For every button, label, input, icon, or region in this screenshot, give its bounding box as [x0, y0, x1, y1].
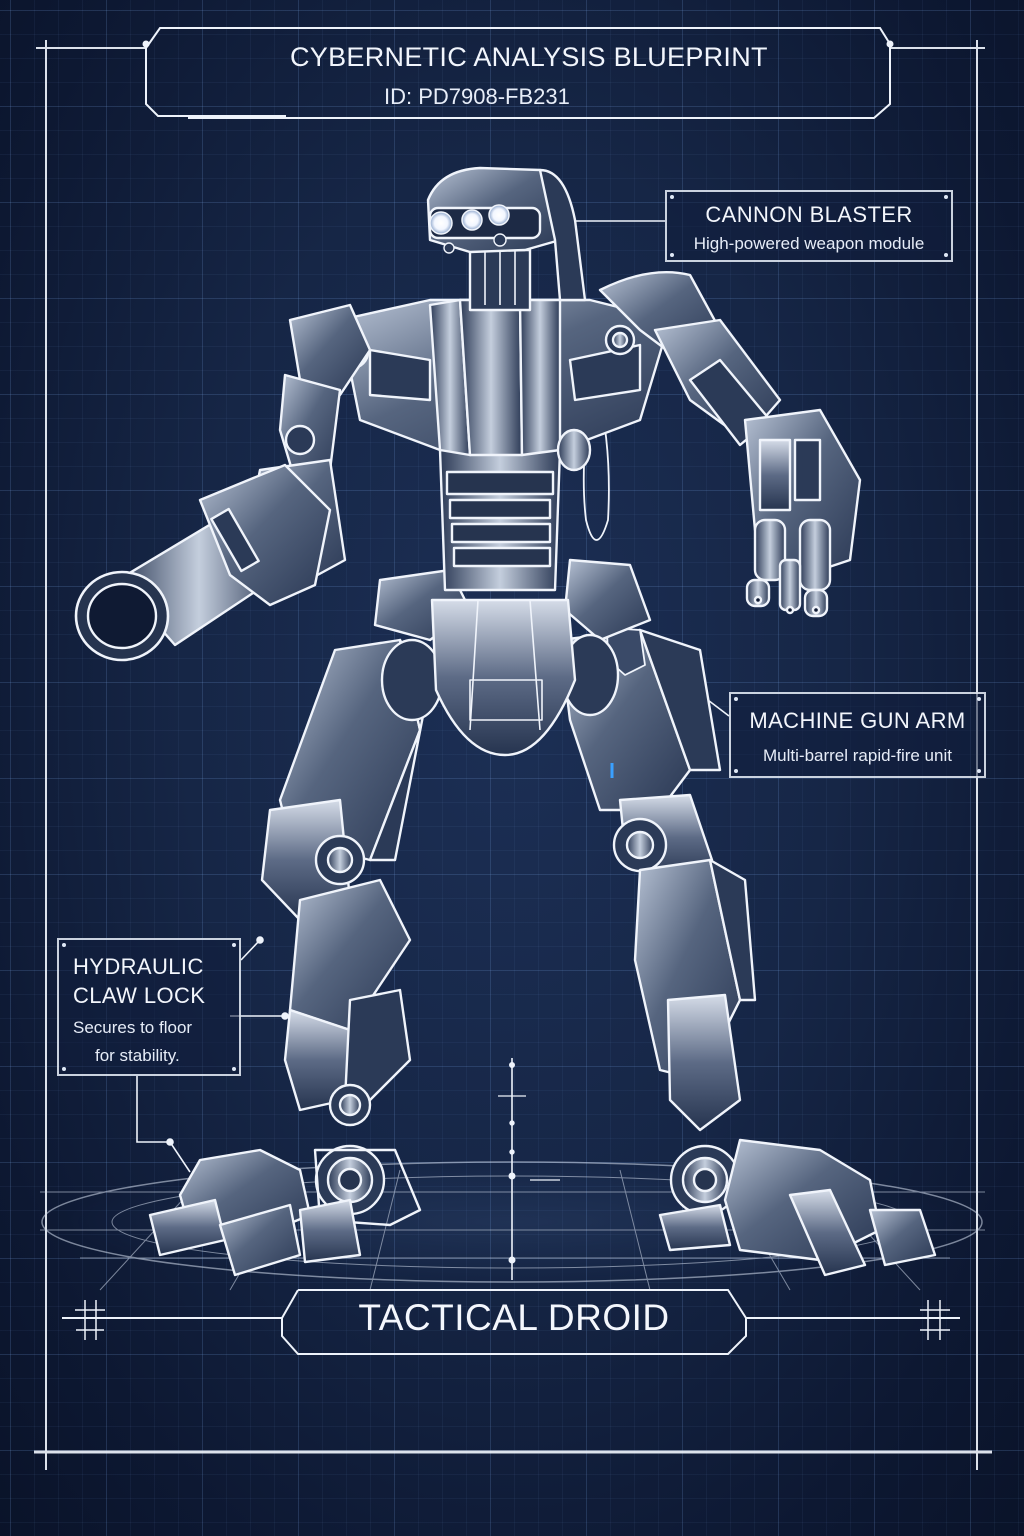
- callout-description: High-powered weapon module: [693, 234, 925, 253]
- corner-mark: [734, 769, 738, 773]
- cannon-arm: [74, 303, 372, 662]
- corner-mark: [944, 195, 948, 199]
- callout-hydraulic-claw-lock: HYDRAULIC CLAW LOCK Secures to floor for…: [57, 938, 241, 1076]
- torso: [334, 298, 672, 592]
- center-axis: [498, 1058, 560, 1280]
- pelvis: [373, 558, 652, 757]
- title-frame: [142, 27, 894, 119]
- corner-mark: [670, 195, 674, 199]
- blueprint-id: ID: PD7908-FB231: [384, 84, 570, 109]
- callout-title-line-1: HYDRAULIC: [73, 954, 204, 979]
- droid-name-label: TACTICAL DROID: [358, 1297, 670, 1338]
- callout-description-line-1: Secures to floor: [73, 1018, 193, 1037]
- callout-cannon-blaster: CANNON BLASTER High-powered weapon modul…: [665, 190, 953, 262]
- callout-description-line-2: for stability.: [95, 1046, 180, 1065]
- robot-illustration: [74, 166, 937, 1277]
- corner-mark: [62, 943, 66, 947]
- corner-mark: [670, 253, 674, 257]
- page-title: CYBERNETIC ANALYSIS BLUEPRINT: [290, 42, 768, 72]
- corner-mark: [734, 697, 738, 701]
- corner-mark: [232, 1067, 236, 1071]
- corner-mark: [977, 697, 981, 701]
- callout-description: Multi-barrel rapid-fire unit: [763, 746, 952, 765]
- corner-mark: [977, 769, 981, 773]
- head: [426, 166, 587, 312]
- corner-mark: [944, 253, 948, 257]
- callout-machine-gun-arm: MACHINE GUN ARM Multi-barrel rapid-fire …: [729, 692, 986, 778]
- callout-title: CANNON BLASTER: [705, 202, 913, 227]
- corner-mark: [62, 1067, 66, 1071]
- callout-title: MACHINE GUN ARM: [749, 708, 966, 733]
- right-leg: [558, 627, 937, 1277]
- callout-connectors: [136, 217, 730, 1173]
- callout-title-line-2: CLAW LOCK: [73, 983, 206, 1008]
- machine-gun-arm: [598, 270, 862, 618]
- footer-frame: [62, 1289, 960, 1355]
- corner-mark: [232, 943, 236, 947]
